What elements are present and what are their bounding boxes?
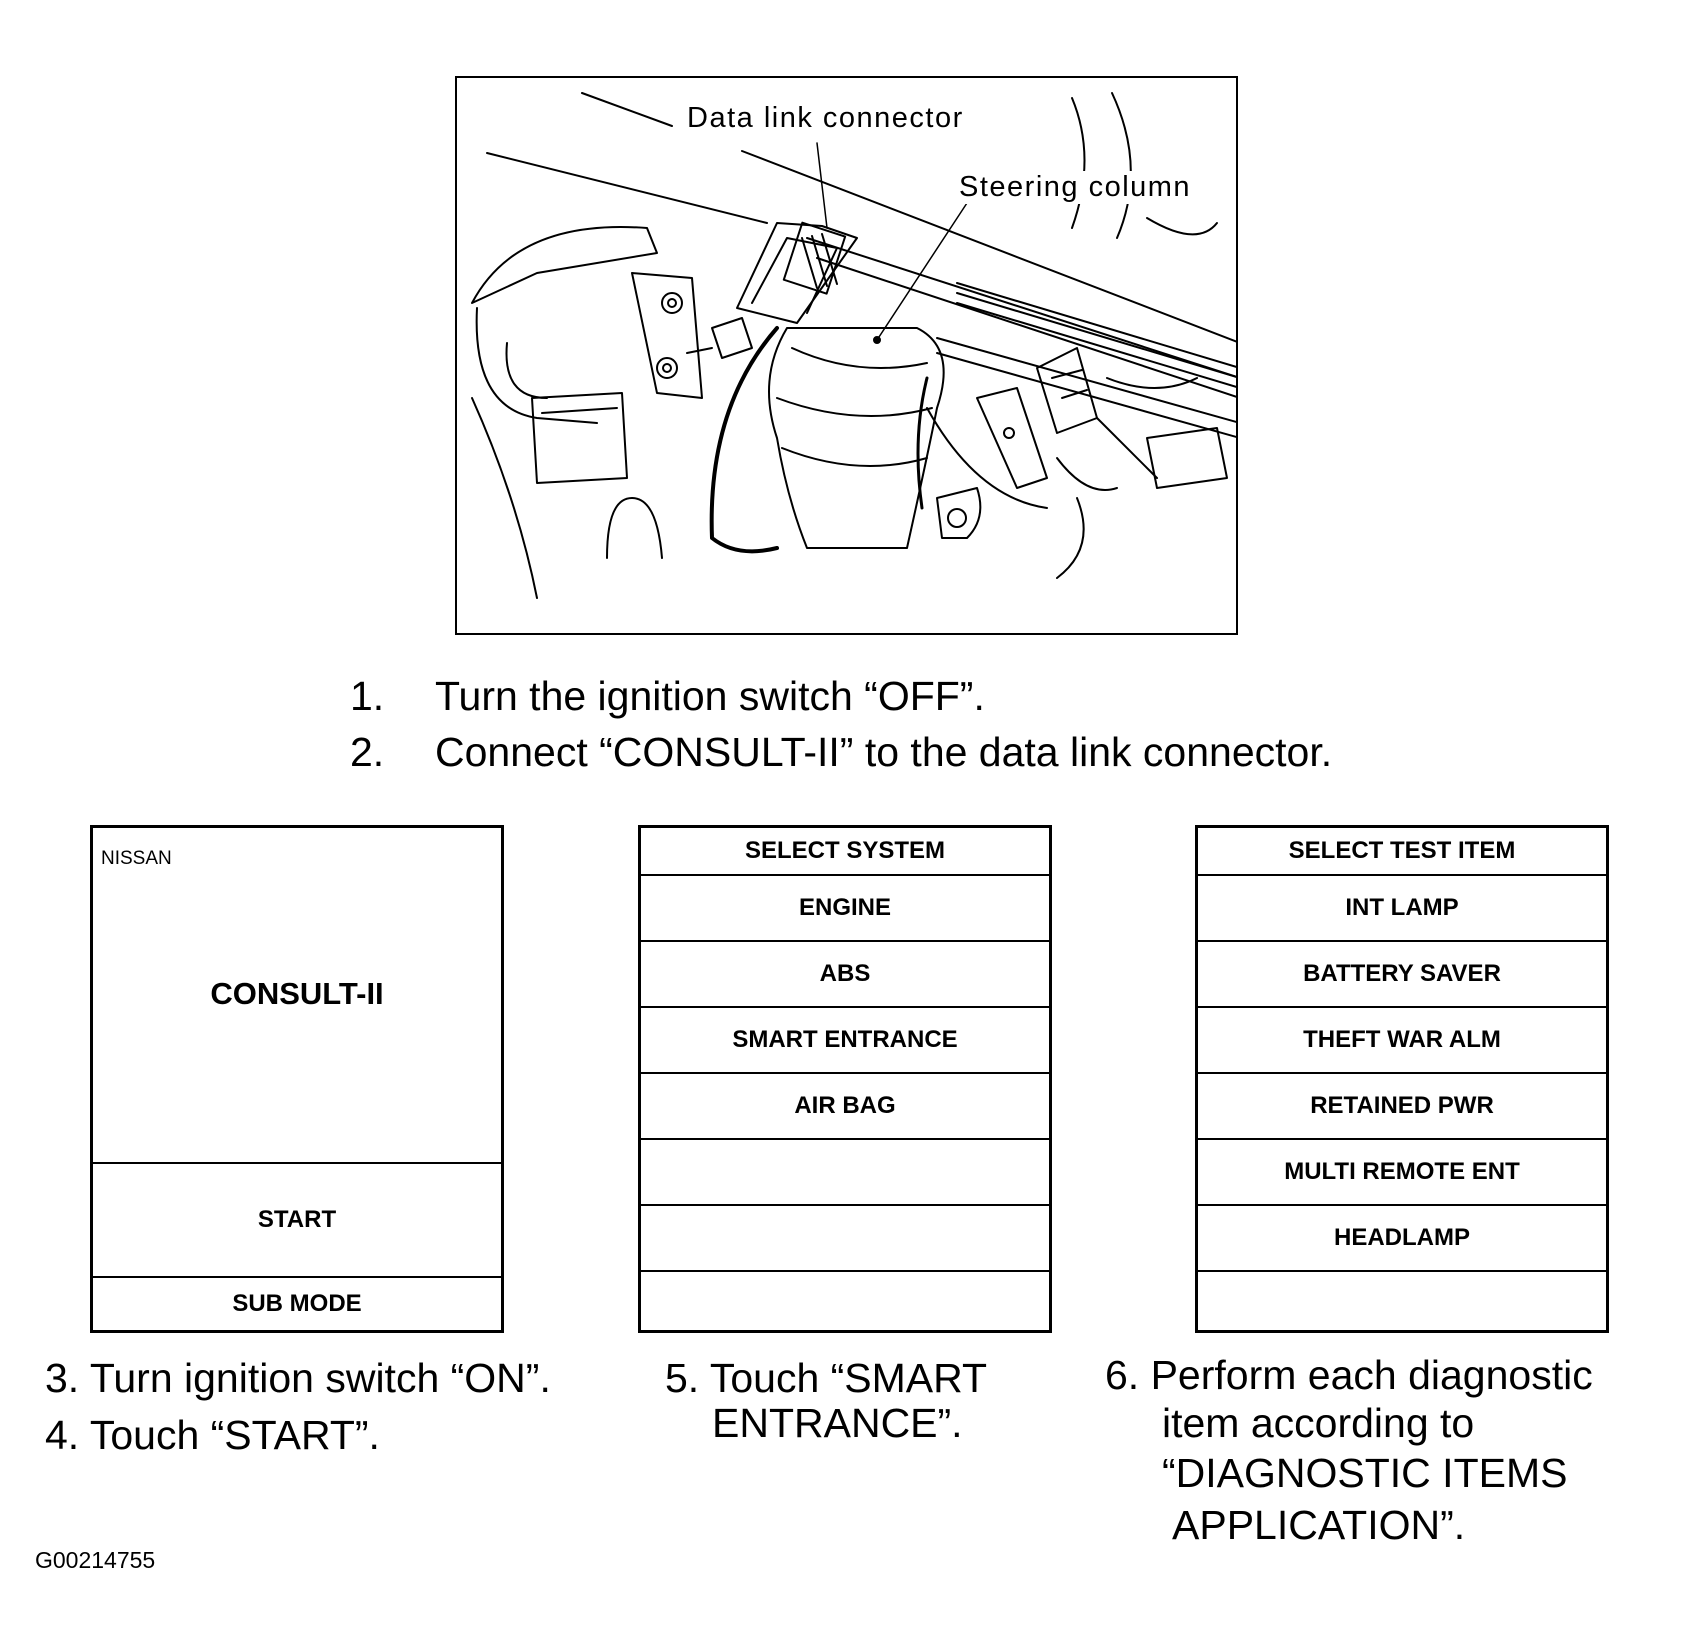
select-test-item-header: SELECT TEST ITEM [1198, 828, 1606, 876]
test-item-multi-remote-ent[interactable]: MULTI REMOTE ENT [1198, 1140, 1606, 1206]
system-item-empty[interactable] [641, 1140, 1049, 1206]
system-item-empty[interactable] [641, 1272, 1049, 1330]
step-5-line-2: ENTRANCE”. [712, 1400, 963, 1446]
step-6-line-3: “DIAGNOSTIC ITEMS [1162, 1450, 1568, 1496]
step-1-number: 1. [350, 673, 385, 719]
step-6-line-4: APPLICATION”. [1172, 1502, 1466, 1548]
test-item-empty[interactable] [1198, 1272, 1606, 1330]
test-item-retained-pwr[interactable]: RETAINED PWR [1198, 1074, 1606, 1140]
select-system-screen: SELECT SYSTEM ENGINE ABS SMART ENTRANCE … [638, 825, 1052, 1333]
step-6-line-1: 6. Perform each diagnostic [1105, 1352, 1593, 1398]
test-item-theft-war-alm[interactable]: THEFT WAR ALM [1198, 1008, 1606, 1074]
system-item-air-bag[interactable]: AIR BAG [641, 1074, 1049, 1140]
step-1-text: Turn the ignition switch “OFF”. [435, 673, 985, 719]
step-2-number: 2. [350, 729, 385, 775]
step-2-text: Connect “CONSULT-II” to the data link co… [435, 729, 1333, 775]
select-test-item-screen: SELECT TEST ITEM INT LAMP BATTERY SAVER … [1195, 825, 1609, 1333]
select-system-header: SELECT SYSTEM [641, 828, 1049, 876]
test-item-int-lamp[interactable]: INT LAMP [1198, 876, 1606, 942]
test-item-headlamp[interactable]: HEADLAMP [1198, 1206, 1606, 1272]
step-5-line-1: 5. Touch “SMART [665, 1355, 988, 1401]
consult-ii-title: CONSULT-II [210, 976, 384, 1011]
nissan-brand: NISSAN [101, 848, 172, 869]
step-3: 3. Turn ignition switch “ON”. [45, 1355, 551, 1401]
illustration-panel: Data link connector Steering column [455, 76, 1238, 635]
step-4: 4. Touch “START”. [45, 1412, 380, 1458]
system-item-empty[interactable] [641, 1206, 1049, 1272]
system-item-smart-entrance[interactable]: SMART ENTRANCE [641, 1008, 1049, 1074]
data-link-connector-label: Data link connector [685, 102, 966, 135]
system-item-engine[interactable]: ENGINE [641, 876, 1049, 942]
system-item-abs[interactable]: ABS [641, 942, 1049, 1008]
steering-column-label: Steering column [957, 171, 1194, 204]
dashboard-drawing [471, 92, 1236, 599]
sub-mode-button[interactable]: SUB MODE [232, 1290, 362, 1317]
step-6-line-2: item according to [1162, 1400, 1475, 1446]
start-button[interactable]: START [93, 1162, 501, 1278]
figure-code: G00214755 [35, 1547, 156, 1573]
test-item-battery-saver[interactable]: BATTERY SAVER [1198, 942, 1606, 1008]
consult-start-screen: NISSAN CONSULT-II START SUB MODE [90, 825, 504, 1333]
